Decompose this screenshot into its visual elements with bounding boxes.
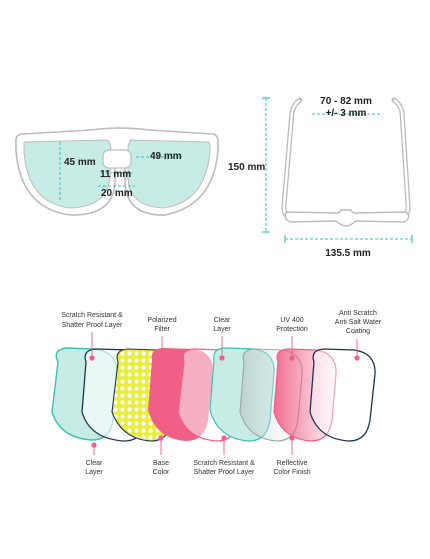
bottom-pointer-dots [91, 435, 295, 448]
bridge-gap-label: 11 mm [100, 169, 131, 180]
top-labels: Scratch Resistant & Shatter Proof Layer … [61, 310, 382, 335]
label-polarized-b: Filter [154, 326, 170, 333]
label-scratch-1a: Scratch Resistant & [61, 312, 123, 319]
left-lens [23, 139, 112, 209]
top-pointer-dots [89, 355, 360, 361]
lens-layers [51, 347, 376, 442]
bridge-width-label: 20 mm [101, 188, 133, 199]
label-scratch-1b: Shatter Proof Layer [62, 322, 123, 329]
height-label: 150 mm [228, 162, 265, 173]
lens-height-label: 45 mm [64, 157, 96, 168]
label-anti-c: Coating [346, 328, 370, 335]
frame-width-label: 135.5 mm [325, 248, 371, 259]
temple-spread-label: 70 - 82 mm [320, 96, 372, 107]
label-reflect-a: Reflective [277, 460, 308, 467]
frame-bar [284, 209, 410, 227]
label-clear-a: Clear [214, 317, 231, 324]
layer-anti-scratch-coating [309, 348, 376, 442]
bottom-labels: Clear Layer Base Color Scratch Resistant… [85, 460, 311, 476]
nose-bridge [102, 149, 132, 169]
label-uv-a: UV 400 [280, 317, 303, 324]
label-anti-b: Anti Salt Water [335, 319, 382, 326]
front-view: 45 mm 49 mm 11 mm 20 mm [15, 127, 219, 216]
label-clear-b: Layer [213, 326, 231, 333]
label-bclear-b: Layer [85, 469, 103, 476]
label-base-a: Base [153, 460, 169, 467]
label-base-b: Color [153, 469, 170, 476]
label-reflect-b: Color Finish [273, 469, 310, 476]
label-bscratch-b: Shatter Proof Layer [194, 469, 255, 476]
tolerance-label: +/- 3 mm [326, 108, 367, 119]
lens-width-label: 49 mm [150, 151, 182, 162]
label-bclear-a: Clear [86, 460, 103, 467]
label-uv-b: Protection [276, 326, 308, 333]
label-polarized-a: Polarized [147, 317, 176, 324]
label-anti-a: Anti Scratch [339, 310, 377, 317]
bottom-pointers [93, 438, 293, 455]
top-view: 70 - 82 mm +/- 3 mm 150 mm 135.5 mm [228, 96, 413, 259]
label-bscratch-a: Scratch Resistant & [193, 460, 255, 467]
top-pointers [91, 332, 358, 358]
